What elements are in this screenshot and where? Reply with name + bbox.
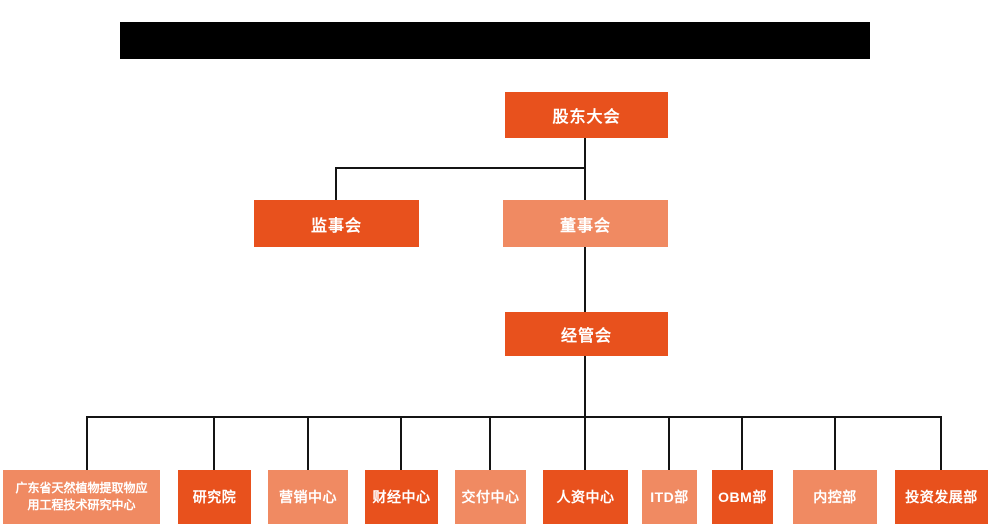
node-shareholders-meeting: 股东大会: [505, 92, 668, 138]
node-board-of-directors: 董事会: [503, 200, 668, 247]
node-dept-finance-center: 财经中心: [365, 470, 438, 524]
node-dept-delivery-center: 交付中心: [455, 470, 526, 524]
node-dept-research-center: 广东省天然植物提取物应 用工程技术研究中心: [3, 470, 160, 524]
connector-split-horizontal: [335, 167, 586, 169]
connector-drop: [489, 416, 491, 470]
node-dept-internal-control: 内控部: [793, 470, 877, 524]
connector-bus-horizontal: [86, 416, 942, 418]
connector-to-supervisory: [335, 167, 337, 200]
connector-board-to-management: [584, 247, 586, 312]
connector-management-to-bus: [584, 356, 586, 417]
node-dept-marketing-center: 营销中心: [268, 470, 348, 524]
node-dept-hr-center: 人资中心: [543, 470, 628, 524]
connector-drop: [400, 416, 402, 470]
node-dept-research-institute: 研究院: [178, 470, 251, 524]
redacted-title-bar: [120, 22, 870, 59]
node-supervisory-board: 监事会: [254, 200, 419, 247]
node-dept-investment-development: 投资发展部: [895, 470, 988, 524]
connector-drop: [307, 416, 309, 470]
connector-drop: [86, 416, 88, 470]
connector-drop: [834, 416, 836, 470]
connector-drop: [940, 416, 942, 470]
node-management-committee: 经管会: [505, 312, 668, 356]
node-dept-itd: ITD部: [642, 470, 697, 524]
connector-drop: [741, 416, 743, 470]
dept-label: 广东省天然植物提取物应 用工程技术研究中心: [15, 480, 148, 512]
connector-root-to-split: [584, 138, 586, 200]
connector-drop: [668, 416, 670, 470]
connector-drop: [584, 416, 586, 470]
node-dept-obm: OBM部: [712, 470, 773, 524]
connector-drop: [213, 416, 215, 470]
